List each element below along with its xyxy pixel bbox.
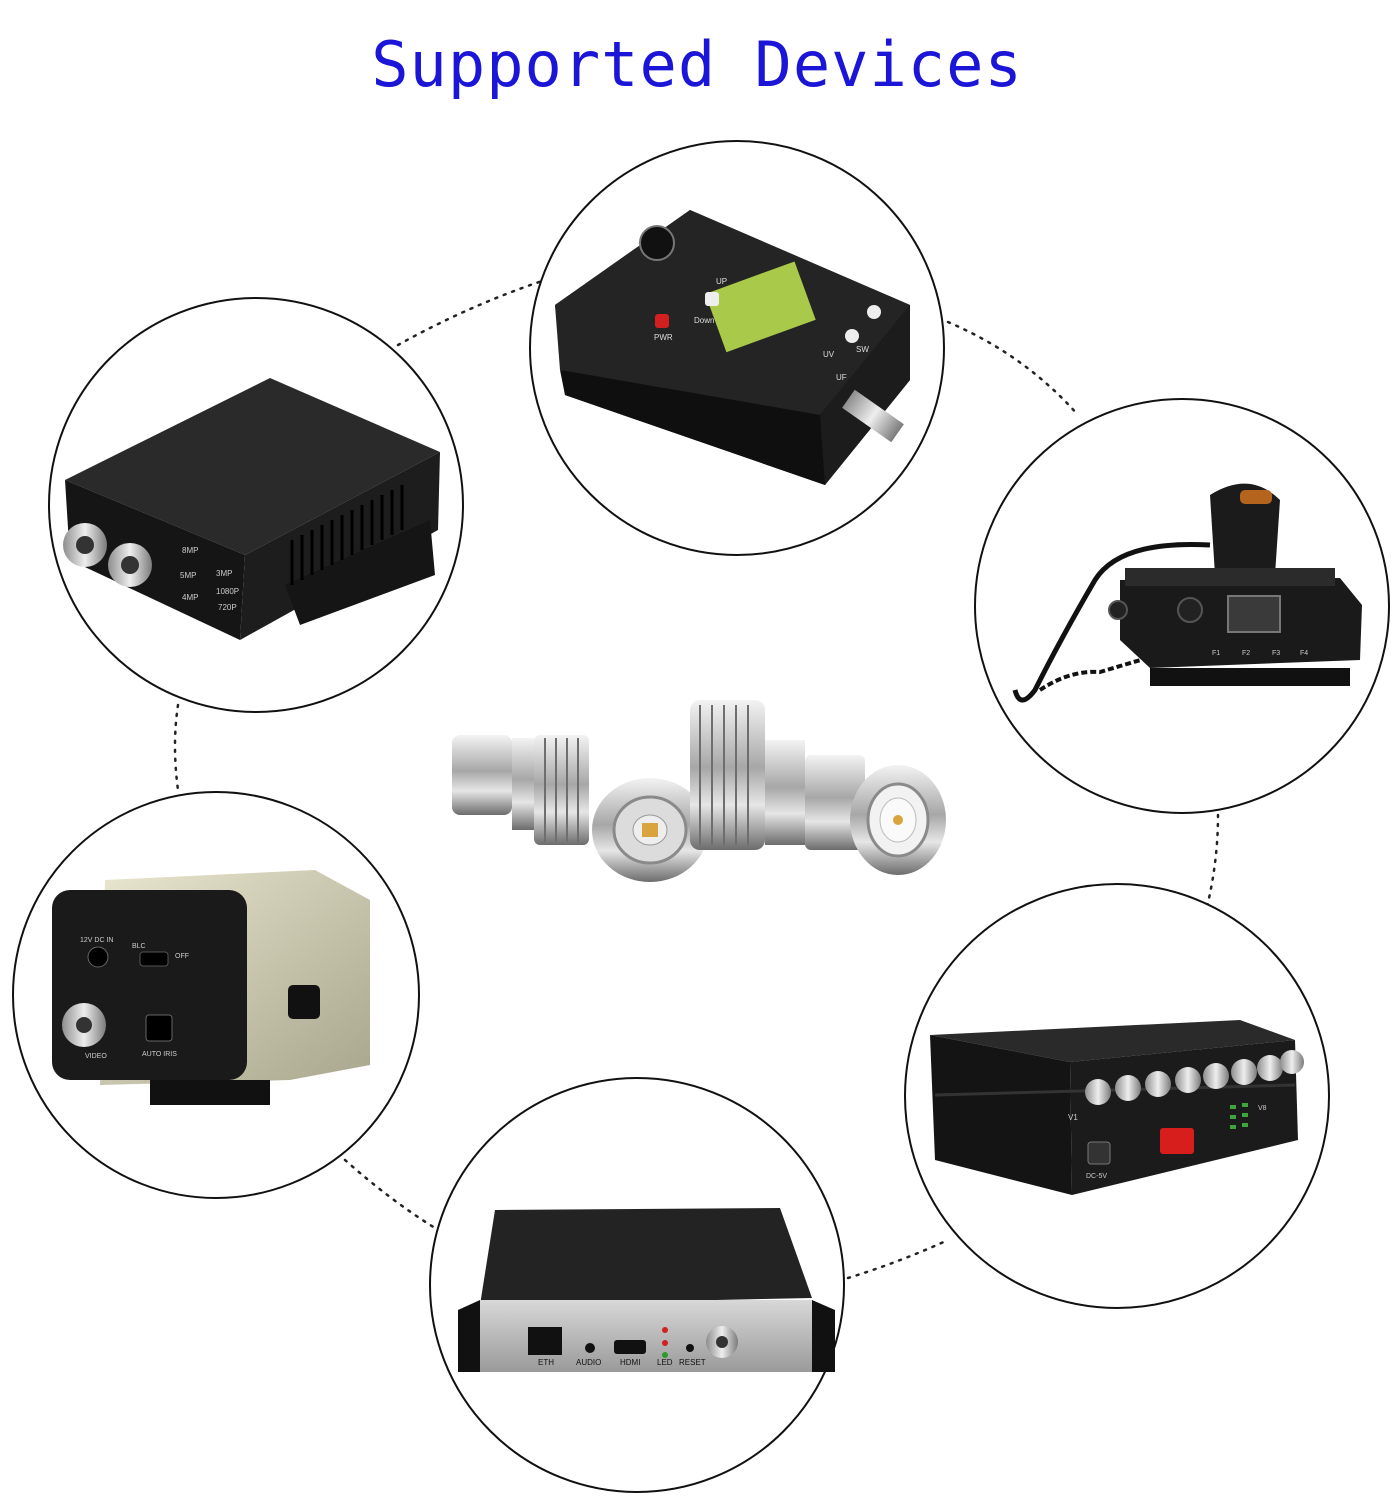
page-title: Supported Devices — [371, 28, 1023, 101]
svg-text:720P: 720P — [218, 603, 237, 612]
bnc-port-row — [1085, 1050, 1304, 1105]
adapter-right — [690, 700, 946, 875]
gold-pin — [893, 815, 903, 825]
svg-text:PWR: PWR — [654, 333, 673, 342]
svg-text:BLC: BLC — [132, 943, 146, 950]
device-fiber-video-transceiver: V1 DC-5V V8 — [904, 883, 1330, 1309]
adapter-left — [452, 735, 708, 882]
svg-text:F1: F1 — [1212, 650, 1220, 657]
radio-display — [1227, 595, 1281, 633]
center-product-adapters — [452, 700, 946, 882]
svg-text:Down: Down — [694, 316, 714, 325]
svg-text:AUTO IRIS: AUTO IRIS — [142, 1051, 177, 1058]
svg-text:OFF: OFF — [175, 953, 189, 960]
svg-text:DC-5V: DC-5V — [1086, 1173, 1107, 1180]
svg-text:UF: UF — [836, 373, 847, 382]
svg-text:3MP: 3MP — [216, 569, 232, 578]
device-antenna-analyzer: UP Down PWR SW UV UF — [529, 140, 945, 556]
gold-pin — [642, 823, 658, 837]
svg-text:UV: UV — [823, 350, 835, 359]
svg-text:4MP: 4MP — [182, 593, 198, 602]
hdmi-port — [614, 1340, 646, 1354]
device-video-converter-box: 8MP 5MP 4MP 3MP 1080P 720P — [48, 297, 464, 713]
svg-text:HDMI: HDMI — [620, 1358, 640, 1367]
device-hdmi-encoder: ETH AUDIO HDMI LED RESET — [429, 1077, 845, 1493]
svg-text:VIDEO: VIDEO — [85, 1053, 107, 1060]
svg-text:RESET: RESET — [679, 1358, 706, 1367]
svg-text:SW: SW — [856, 345, 869, 354]
device-mobile-radio: F1 F2 F3 F4 — [974, 398, 1390, 814]
device-cctv-box-camera: 12V DC IN BLC OFF VIDEO AUTO IRIS — [12, 791, 420, 1199]
svg-text:LED: LED — [657, 1358, 673, 1367]
side-port — [288, 985, 320, 1019]
svg-text:ETH: ETH — [538, 1358, 554, 1367]
svg-text:8MP: 8MP — [182, 546, 198, 555]
svg-text:12V DC IN: 12V DC IN — [80, 937, 113, 944]
svg-text:UP: UP — [716, 277, 727, 286]
fiber-port — [1160, 1128, 1194, 1154]
bnc-port — [842, 389, 904, 443]
tuning-knob — [639, 225, 675, 261]
svg-text:V1: V1 — [1068, 1113, 1078, 1122]
svg-text:V8: V8 — [1258, 1105, 1267, 1112]
svg-text:F3: F3 — [1272, 650, 1280, 657]
svg-text:F4: F4 — [1300, 650, 1308, 657]
microphone — [1210, 483, 1280, 583]
svg-text:5MP: 5MP — [180, 571, 196, 580]
svg-text:1080P: 1080P — [216, 587, 239, 596]
lcd-screen — [705, 261, 816, 353]
svg-text:AUDIO: AUDIO — [576, 1358, 601, 1367]
svg-text:F2: F2 — [1242, 650, 1250, 657]
eth-port — [528, 1327, 562, 1355]
